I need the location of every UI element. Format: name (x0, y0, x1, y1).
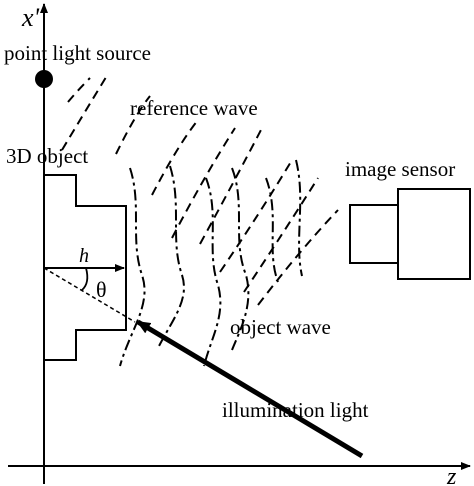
object-wavefront (231, 167, 250, 351)
object-wavefront (295, 159, 303, 277)
illumination-light-arrow (136, 319, 364, 459)
reference-wave-label: reference wave (130, 96, 258, 120)
image-sensor-body (397, 188, 471, 280)
reference-wavefront (219, 159, 293, 273)
theta-reference-line (43, 267, 136, 323)
image-sensor-front-block (349, 204, 399, 264)
reference-wavefront (115, 95, 151, 155)
3d-object-label: 3D object (6, 144, 88, 168)
theta-arc (81, 267, 89, 291)
object-wave-label: object wave (230, 315, 331, 339)
reference-wavefront (61, 73, 109, 151)
object-wave (119, 159, 303, 367)
image-sensor (349, 188, 471, 280)
point-light-source-dot (35, 70, 53, 88)
reference-wavefront (257, 209, 339, 306)
point-light-source-label: point light source (4, 41, 151, 65)
x-axis-label: x' (21, 3, 40, 32)
h-label: h (79, 245, 89, 267)
theta-label: θ (96, 277, 107, 302)
reference-wavefront (67, 77, 91, 103)
illumination-light-label: illumination light (222, 398, 369, 422)
object-wavefront (265, 177, 279, 283)
object-wavefront (203, 177, 222, 367)
object-wavefront (119, 167, 146, 367)
reference-wavefront (151, 119, 199, 196)
3d-object-outline (44, 174, 127, 361)
reference-wavefront (199, 127, 263, 245)
object-wavefront (157, 165, 185, 349)
image-sensor-label: image sensor (345, 157, 455, 181)
z-axis-label: z (446, 464, 457, 486)
reference-wavefront (243, 177, 319, 293)
reference-wavefront (171, 127, 236, 239)
